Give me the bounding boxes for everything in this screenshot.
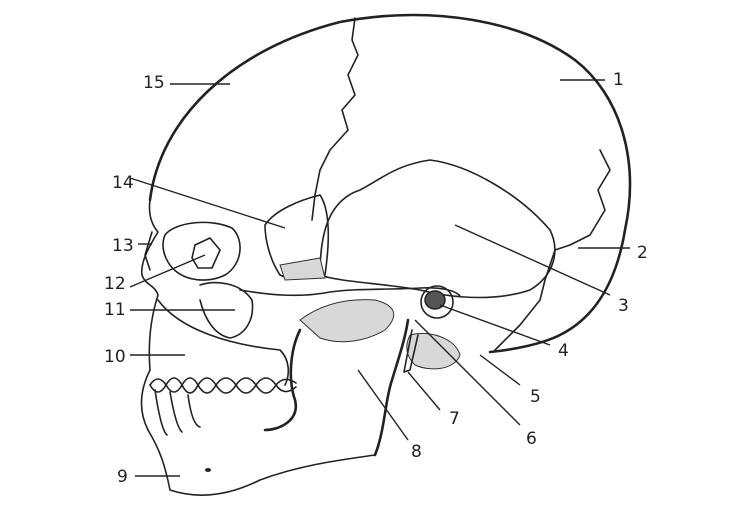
sphenoid-shading	[279, 257, 326, 281]
label-9: 9	[117, 467, 128, 487]
leader-line-12	[129, 254, 206, 288]
label-11: 11	[104, 300, 126, 320]
label-4: 4	[558, 341, 569, 361]
labels: 1 2 3 4 5 6 7 8 9 10 11 12 13 14 15	[104, 70, 648, 487]
leader-line-7	[407, 371, 441, 411]
label-6: 6	[526, 429, 537, 449]
nasal-bone	[144, 231, 153, 271]
face-front-outline	[140, 199, 376, 496]
leader-lines	[129, 79, 630, 477]
label-10: 10	[104, 347, 126, 367]
label-15: 15	[143, 73, 165, 93]
lambdoid-suture	[494, 149, 611, 351]
label-3: 3	[618, 296, 629, 316]
mandibular-notch-shading	[299, 299, 395, 343]
leader-line-4	[439, 304, 551, 346]
leader-line-3	[454, 224, 611, 296]
label-13: 13	[112, 236, 134, 256]
maxilla	[157, 299, 290, 386]
label-5: 5	[530, 387, 541, 407]
label-7: 7	[449, 409, 460, 429]
leader-line-5	[479, 354, 521, 386]
label-8: 8	[411, 442, 422, 462]
teeth	[149, 377, 297, 436]
label-1: 1	[613, 70, 624, 90]
leader-line-14	[129, 177, 286, 229]
orbit	[162, 221, 241, 281]
mental-foramen	[205, 468, 211, 472]
label-14: 14	[112, 173, 134, 193]
lacrimal-bone	[191, 237, 221, 269]
leader-line-8	[357, 369, 409, 441]
sphenoid-region	[264, 194, 330, 280]
zygomatic-bone	[199, 281, 254, 339]
label-2: 2	[637, 243, 648, 263]
external-acoustic-meatus	[424, 290, 446, 310]
styloid-process	[403, 329, 419, 373]
mandible-outline	[263, 318, 410, 457]
skull-drawing	[140, 13, 632, 496]
mastoid-shading	[406, 333, 461, 370]
ear-canal-rim	[420, 285, 454, 319]
label-12: 12	[104, 274, 126, 294]
coronal-suture	[311, 17, 359, 221]
leader-line-6	[414, 319, 521, 426]
zygomatic-arch	[239, 287, 461, 297]
temporal-squama	[319, 159, 556, 299]
cranium-outline	[148, 13, 632, 354]
